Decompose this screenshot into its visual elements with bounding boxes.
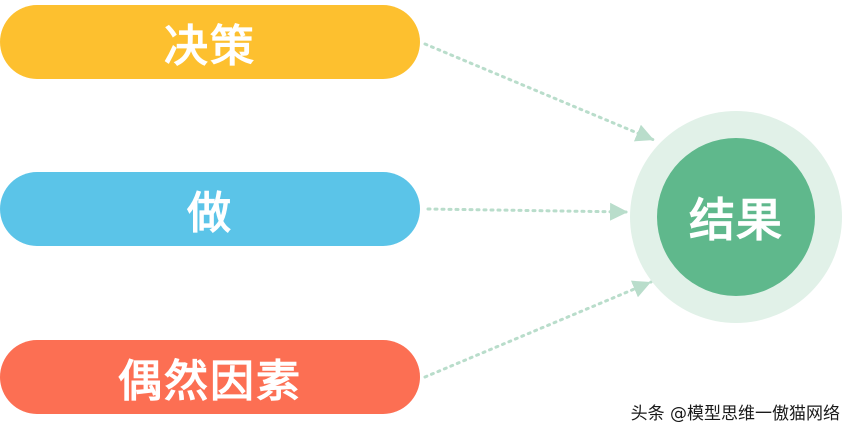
input-label-do: 做 bbox=[187, 188, 233, 239]
watermark: 头条 @模型思维一傲猫网络 bbox=[630, 404, 840, 424]
input-label-decision: 决策 bbox=[164, 21, 256, 72]
result-node: 结果 bbox=[657, 138, 815, 296]
connector-decision-to-result bbox=[423, 42, 656, 142]
input-pill-chance: 偶然因素 bbox=[0, 340, 420, 414]
input-pill-do: 做 bbox=[0, 172, 420, 246]
input-pill-decision: 决策 bbox=[0, 5, 420, 79]
connector-do-to-result bbox=[426, 202, 630, 221]
connector-chance-to-result bbox=[423, 280, 653, 379]
input-label-chance: 偶然因素 bbox=[118, 356, 302, 407]
result-label: 结果 bbox=[689, 193, 783, 247]
